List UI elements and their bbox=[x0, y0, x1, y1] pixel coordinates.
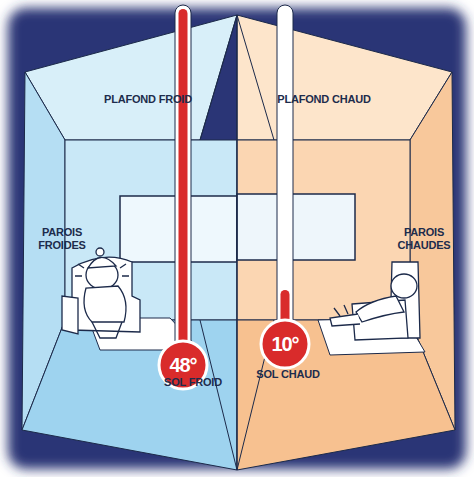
corner-line bbox=[237, 15, 274, 140]
cold-thermometer bbox=[175, 5, 191, 350]
head bbox=[391, 274, 417, 298]
cold-ceiling bbox=[25, 15, 237, 140]
legs bbox=[330, 314, 360, 326]
thermometer-bulb: 10° bbox=[259, 318, 311, 370]
cold-person bbox=[62, 248, 140, 338]
thermometer-tube bbox=[277, 5, 293, 330]
thermometer-mercury bbox=[179, 9, 188, 349]
surface-label: PLAFOND CHAUD bbox=[268, 93, 380, 106]
temperature-value: 10° bbox=[259, 318, 311, 370]
background bbox=[8, 8, 466, 469]
body bbox=[84, 286, 126, 322]
legs bbox=[92, 322, 122, 338]
hat bbox=[88, 257, 116, 268]
surface-label: SOL FROID bbox=[155, 376, 231, 389]
body bbox=[356, 296, 404, 322]
armchair-arm bbox=[62, 296, 78, 334]
surface-label: PAROIS FROIDES bbox=[30, 226, 94, 252]
stripes bbox=[334, 305, 348, 316]
armchair bbox=[72, 257, 140, 332]
warm-thermometer bbox=[277, 5, 293, 330]
surface-label: SOL CHAUD bbox=[250, 368, 326, 381]
hat-pompom bbox=[96, 248, 104, 256]
centre-edge bbox=[236, 15, 237, 470]
corner-line bbox=[200, 320, 237, 470]
corner-line bbox=[200, 15, 237, 140]
warm-ceiling bbox=[237, 15, 452, 140]
warm-back-wall bbox=[237, 140, 410, 320]
shiver-marks bbox=[75, 264, 129, 276]
warm-window bbox=[237, 194, 355, 260]
thermometer-tube bbox=[175, 5, 191, 350]
surface-label: PAROIS CHAUDES bbox=[390, 226, 458, 252]
warm-person bbox=[330, 262, 420, 340]
surface-label: PLAFOND FROID bbox=[92, 93, 204, 106]
